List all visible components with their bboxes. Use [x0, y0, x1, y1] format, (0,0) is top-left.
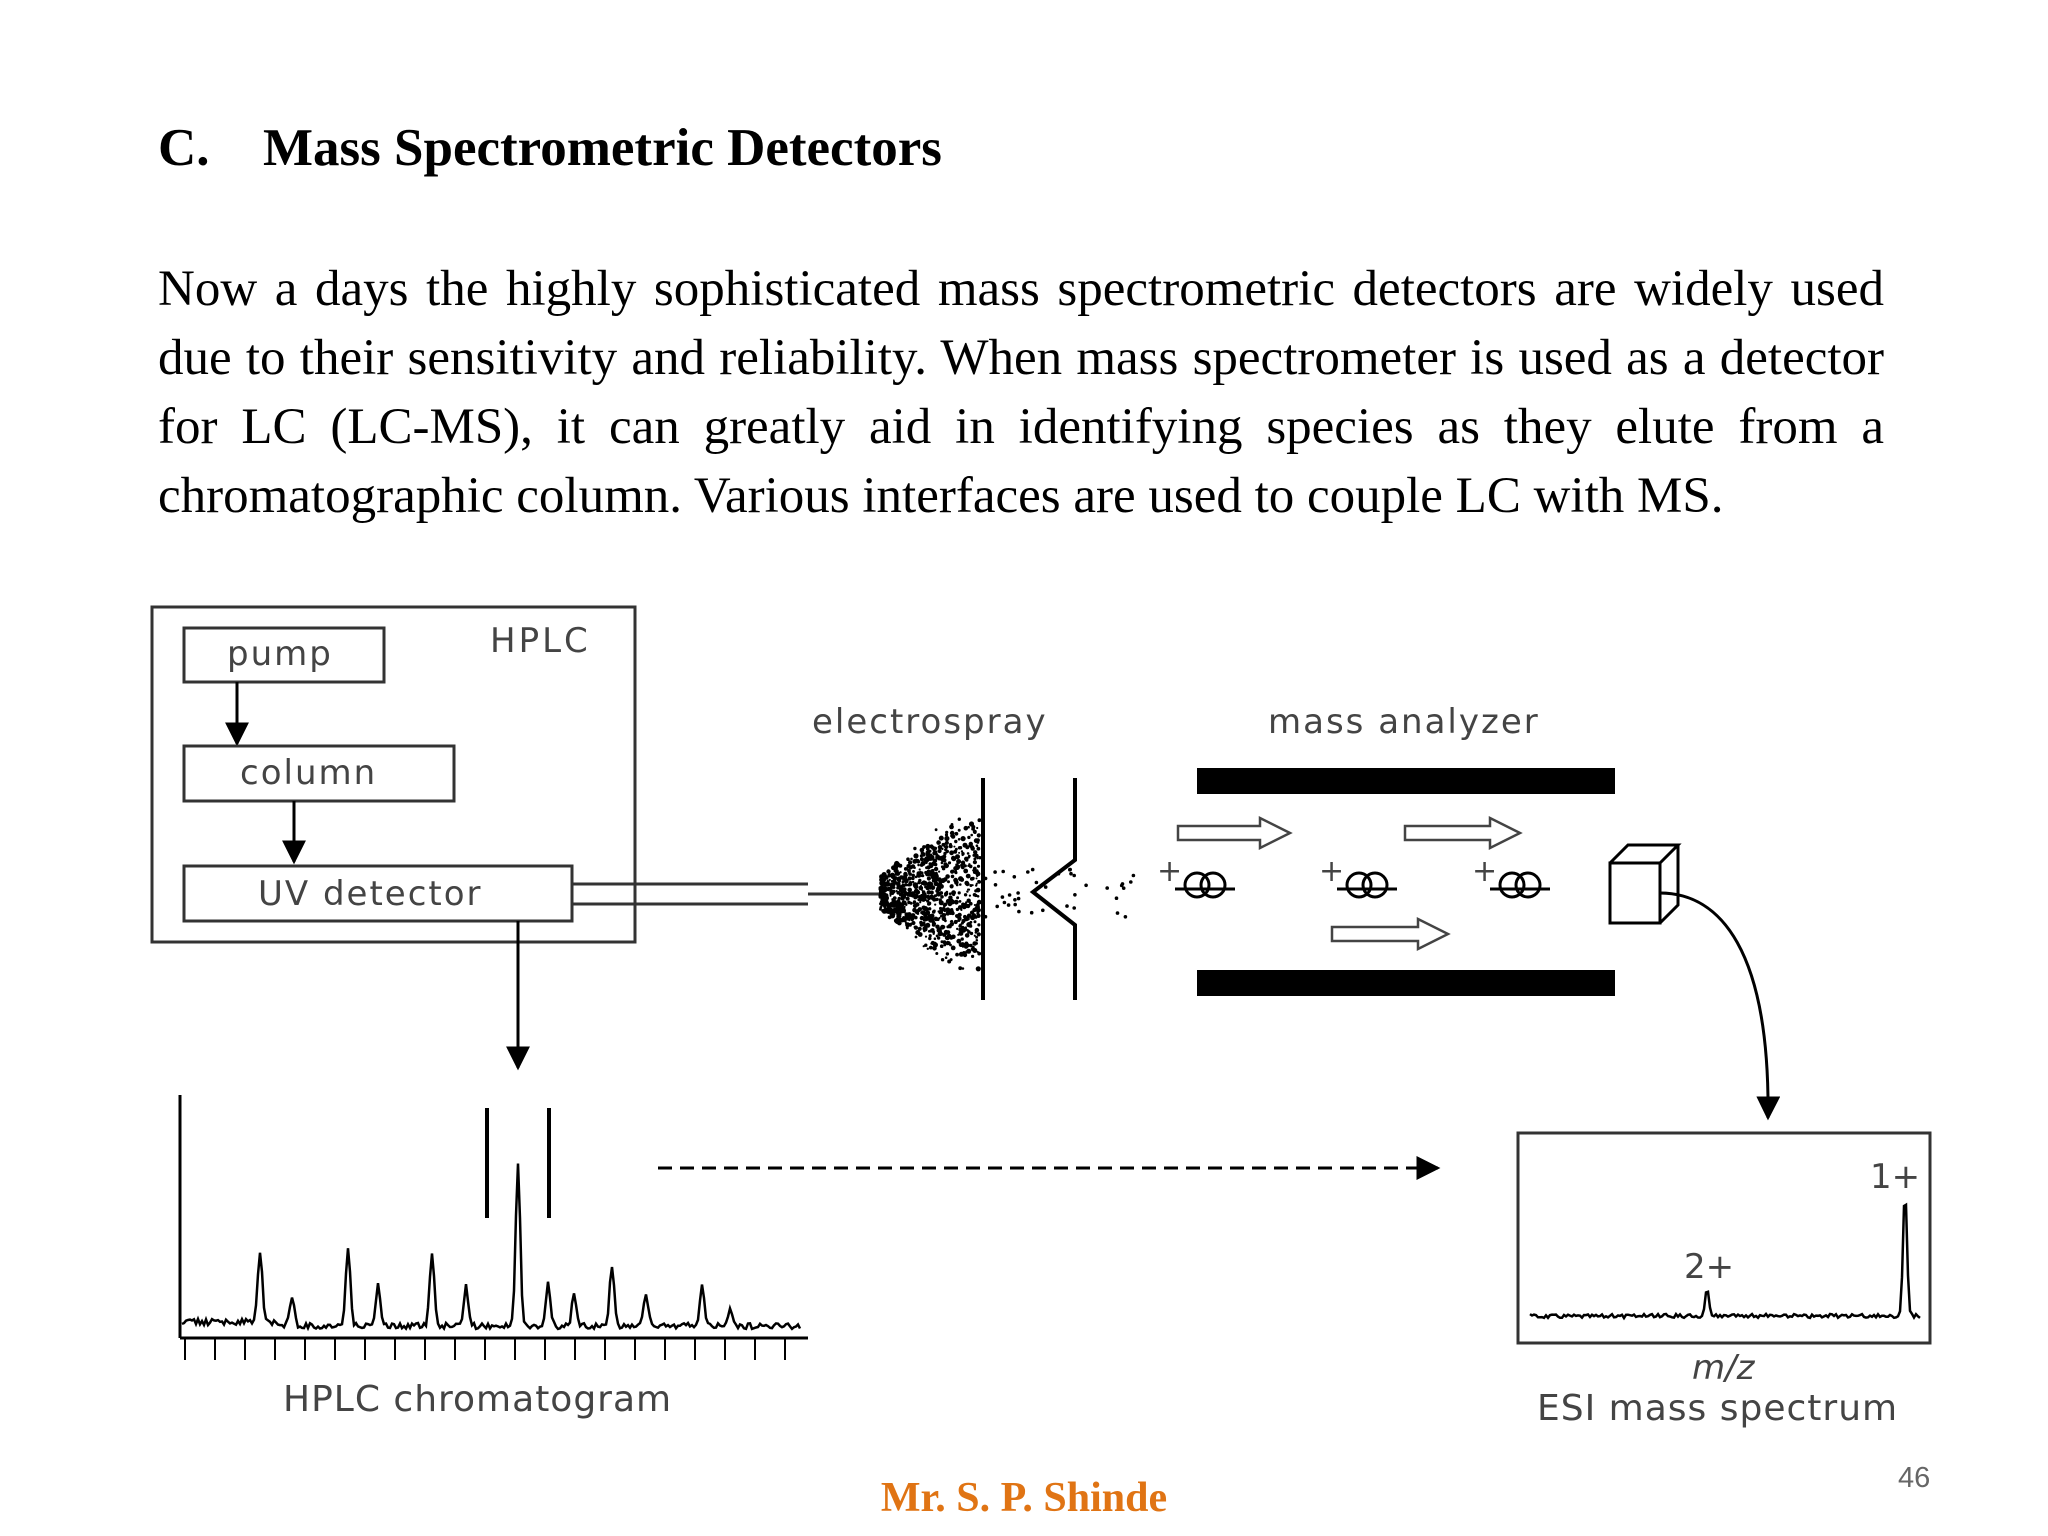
peak-2-label: 2+	[1684, 1247, 1734, 1287]
author-credit: Mr. S. P. Shinde	[880, 1475, 1168, 1521]
hplc-label: HPLC	[490, 621, 591, 661]
mass-spectrum-box	[1516, 1131, 1932, 1345]
pump-box	[182, 626, 386, 684]
body-paragraph: Now a days the highly sophisticated mass…	[158, 261, 1884, 524]
mass-analyzer-label: mass analyzer	[1268, 702, 1540, 742]
flow-arrow	[1330, 916, 1451, 952]
electrospray-label: electrospray	[812, 702, 1048, 742]
analyzer-rod-bottom	[1197, 970, 1615, 996]
peak-1-label: 1+	[1870, 1157, 1920, 1197]
mass-spectrum-trace	[1529, 1202, 1921, 1321]
column-box	[182, 744, 456, 803]
ion: +	[1472, 854, 1550, 899]
electrospray-plume	[878, 817, 1136, 972]
slide-heading: C. Mass Spectrometric Detectors	[158, 118, 942, 178]
ion-detector-cube	[1608, 843, 1682, 925]
chromatogram-trace	[181, 1163, 802, 1332]
ion: +	[1319, 854, 1397, 899]
chromatogram-label: HPLC chromatogram	[283, 1379, 672, 1420]
heading-letter: C.	[158, 119, 210, 177]
flow-arrow	[1403, 815, 1523, 851]
ion: +	[1157, 854, 1235, 899]
pump-label: pump	[227, 634, 333, 674]
skimmer-cone	[1029, 778, 1077, 1000]
uv-detector-label: UV detector	[258, 874, 483, 914]
flow-arrow	[1176, 815, 1293, 851]
chromatogram-ticks	[184, 1338, 786, 1360]
heading-title: Mass Spectrometric Detectors	[263, 119, 942, 177]
page-number: 46	[1898, 1462, 1931, 1494]
column-label: column	[240, 753, 377, 793]
svg-text:+: +	[1319, 854, 1344, 889]
uv-detector-box	[182, 864, 574, 923]
analyzer-rod-top	[1197, 768, 1615, 794]
svg-text:+: +	[1157, 854, 1182, 889]
detector-to-spectrum-arrow	[1659, 891, 1781, 1121]
hplc-box	[150, 605, 637, 944]
mz-label: m/z	[1692, 1348, 1756, 1388]
svg-text:+: +	[1472, 854, 1497, 889]
spectrum-label: ESI mass spectrum	[1537, 1388, 1898, 1429]
